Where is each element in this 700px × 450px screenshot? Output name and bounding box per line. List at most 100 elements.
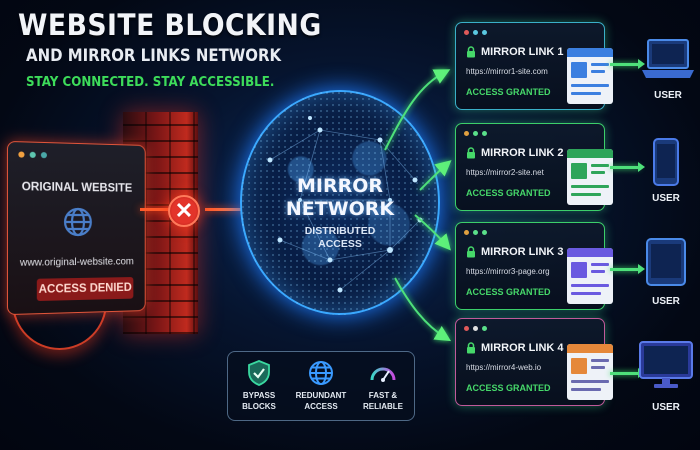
network-caption: DISTRIBUTED ACCESS xyxy=(240,225,440,251)
mirror-card-1[interactable]: MIRROR LINK 1 https://mirror1-site.com A… xyxy=(455,22,613,110)
feature-fast-reliable: FAST & RELIABLE xyxy=(353,360,413,420)
window-dots xyxy=(464,30,487,35)
mirror-title: MIRROR LINK 4 xyxy=(481,342,564,354)
network-caption-line2: ACCESS xyxy=(318,238,362,250)
original-website-url: www.original-website.com xyxy=(19,256,134,269)
thumb-header xyxy=(567,344,613,353)
mirror-title: MIRROR LINK 2 xyxy=(481,147,564,159)
thumb-line xyxy=(571,193,601,196)
thumb-header xyxy=(567,149,613,158)
window-dot xyxy=(464,326,469,331)
feature-label-line2: ACCESS xyxy=(304,402,338,411)
mirror-title: MIRROR LINK 3 xyxy=(481,246,564,258)
thumb-line xyxy=(591,171,605,174)
window-dot xyxy=(473,326,478,331)
thumb-line xyxy=(591,263,609,266)
mirror-url[interactable]: https://mirror3-page.org xyxy=(466,267,550,276)
mirror-card-3[interactable]: MIRROR LINK 3 https://mirror3-page.org A… xyxy=(455,222,613,310)
user-label: USER xyxy=(652,402,680,413)
network-caption-line1: DISTRIBUTED xyxy=(304,225,376,237)
image-icon xyxy=(571,358,587,374)
image-icon xyxy=(571,62,587,78)
feature-label-line1: BYPASS xyxy=(242,391,276,400)
features-panel: BYPASS BLOCKS REDUNDANT ACCESS FAST & RE… xyxy=(227,351,415,421)
window-dot xyxy=(464,30,469,35)
window-dot xyxy=(464,131,469,136)
subtitle: AND MIRROR LINKS NETWORK xyxy=(26,46,282,66)
mirror-card-4[interactable]: MIRROR LINK 4 https://mirror4-web.io ACC… xyxy=(455,318,613,406)
window-dot xyxy=(482,131,487,136)
thumb-line xyxy=(571,185,609,188)
arrow-to-user xyxy=(610,368,645,378)
laptop-icon xyxy=(642,39,694,78)
phone-icon xyxy=(653,138,679,186)
network-title-line1: MIRROR xyxy=(296,175,384,197)
feature-label-line1: FAST & xyxy=(368,391,398,400)
feature-bypass-blocks: BYPASS BLOCKS xyxy=(229,360,289,420)
mirror-url[interactable]: https://mirror1-site.com xyxy=(466,67,548,76)
thumb-line xyxy=(571,380,609,383)
window-dots xyxy=(464,131,487,136)
globe-icon xyxy=(62,206,94,243)
thumb-line xyxy=(571,284,609,287)
tablet-icon xyxy=(646,238,686,286)
thumb-header xyxy=(567,48,613,57)
site-preview-thumbnail xyxy=(567,248,613,304)
thumb-line xyxy=(571,388,601,391)
user-label: USER xyxy=(654,90,682,101)
window-dot xyxy=(40,152,47,159)
window-dots xyxy=(464,230,487,235)
main-title: WEBSITE BLOCKING xyxy=(18,8,322,42)
thumb-line xyxy=(591,70,605,73)
site-preview-thumbnail xyxy=(567,344,613,400)
shield-check-icon xyxy=(229,360,289,386)
window-dot xyxy=(482,326,487,331)
arrow-to-user xyxy=(610,59,645,69)
thumb-line xyxy=(591,63,609,66)
feature-redundant-access: REDUNDANT ACCESS xyxy=(291,360,351,420)
network-lines xyxy=(267,116,423,293)
access-granted-status: ACCESS GRANTED xyxy=(466,383,551,393)
mirror-title: MIRROR LINK 1 xyxy=(481,46,564,58)
mirror-card-2[interactable]: MIRROR LINK 2 https://mirror2-site.net A… xyxy=(455,123,613,211)
thumb-line xyxy=(591,359,609,362)
window-dot xyxy=(482,30,487,35)
thumb-line xyxy=(571,84,609,87)
thumb-line xyxy=(591,366,605,369)
access-granted-status: ACCESS GRANTED xyxy=(466,87,551,97)
monitor-icon xyxy=(639,341,693,388)
original-website-card: ORIGINAL WEBSITE www.original-website.co… xyxy=(6,140,146,316)
thumb-line xyxy=(591,270,605,273)
user-label: USER xyxy=(652,296,680,307)
window-dots xyxy=(18,151,47,159)
window-dot xyxy=(473,131,478,136)
mirror-url[interactable]: https://mirror2-site.net xyxy=(466,168,544,177)
image-icon xyxy=(571,163,587,179)
thumb-header xyxy=(567,248,613,257)
arrow-to-user xyxy=(610,264,645,274)
arrow-to-user xyxy=(610,162,645,172)
x-icon: ✕ xyxy=(168,195,200,227)
original-website-title: ORIGINAL WEBSITE xyxy=(21,181,133,195)
thumb-line xyxy=(571,292,601,295)
access-granted-status: ACCESS GRANTED xyxy=(466,188,551,198)
lock-icon xyxy=(467,147,475,159)
lock-icon xyxy=(467,342,475,354)
window-dot xyxy=(464,230,469,235)
speedometer-icon xyxy=(353,360,413,386)
site-preview-thumbnail xyxy=(567,149,613,205)
window-dot xyxy=(29,151,36,158)
window-dot xyxy=(473,30,478,35)
mirror-url[interactable]: https://mirror4-web.io xyxy=(466,363,542,372)
window-dot xyxy=(482,230,487,235)
blocked-beam xyxy=(140,208,180,211)
image-icon xyxy=(571,262,587,278)
lock-icon xyxy=(467,46,475,58)
lock-icon xyxy=(467,246,475,258)
site-preview-thumbnail xyxy=(567,48,613,104)
feature-label-line1: REDUNDANT xyxy=(295,391,347,400)
network-title-line2: NETWORK xyxy=(285,198,395,220)
tagline: STAY CONNECTED. STAY ACCESSIBLE. xyxy=(26,74,275,90)
user-label: USER xyxy=(652,193,680,204)
access-granted-status: ACCESS GRANTED xyxy=(466,287,551,297)
